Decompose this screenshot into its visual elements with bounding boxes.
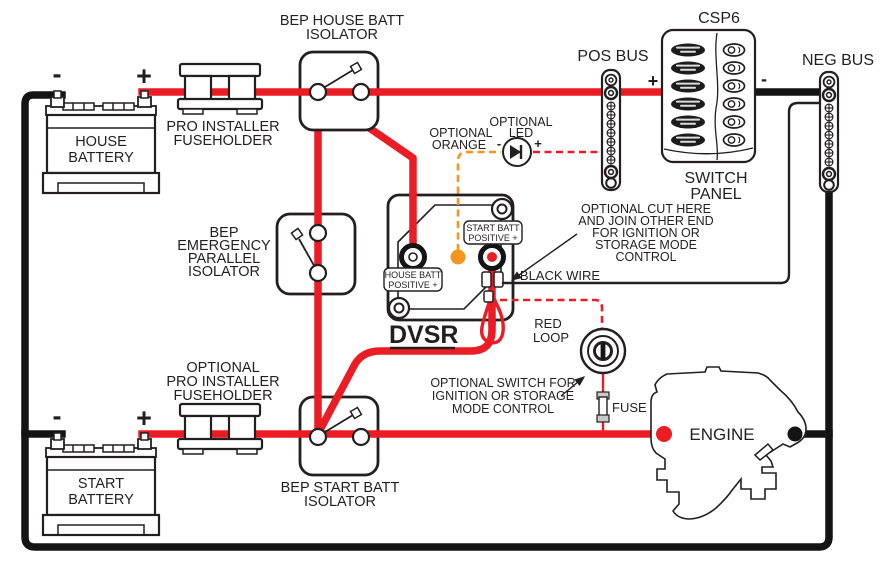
red-loop-label: LOOP (533, 330, 569, 345)
dvsr-mounting-hole (490, 197, 514, 221)
panel-minus-sign: - (761, 69, 767, 89)
optional-orange-wire (456, 150, 501, 251)
dvsr-start-feed-wire (314, 256, 496, 436)
cut-here-leader-line (510, 233, 578, 281)
start-battery-label: START (78, 476, 124, 492)
panel-switch-button (671, 115, 705, 129)
dvsr-orange-sense-dot (450, 249, 466, 265)
panel-switch-button (671, 133, 705, 147)
start-battery-label: BATTERY (68, 492, 134, 508)
dvsr-label: DVSR (389, 321, 458, 349)
house-isolator-label: BEP HOUSE BATT (280, 13, 404, 29)
house-battery-label: HOUSE (75, 134, 127, 150)
pos-bus-label: POS BUS (577, 48, 648, 65)
start-battery-neg-sign: - (53, 401, 62, 431)
bep-house-batt-isolator (298, 50, 380, 132)
csp6-label: CSP6 (698, 10, 740, 27)
house-terminal-tag-text: HOUSE BATT (385, 270, 442, 280)
start-terminal-tag-text: POSITIVE + (468, 233, 517, 243)
panel-plus-sign: + (648, 71, 659, 91)
black-wire-label: BLACK WIRE (520, 268, 601, 283)
bep-start-batt-isolator (298, 390, 380, 477)
led-diode-icon (510, 145, 521, 159)
fuseholder-top-label: PRO INSTALLER (166, 119, 279, 135)
engine-label: ENGINE (689, 425, 754, 444)
cut-here-note: FOR IGNITION OR (592, 226, 700, 240)
ground-loop-wire (21, 91, 833, 551)
house-battery-pos-sign: + (136, 61, 152, 91)
fuse-symbol (596, 391, 610, 423)
parallel-isolator-label: ISOLATOR (188, 264, 260, 280)
dvsr-control-pins (480, 271, 505, 345)
start-terminal-tag-text: START BATT (466, 223, 520, 233)
dvsr-black-control-wire (502, 101, 821, 285)
house-terminal-tag-text: POSITIVE + (388, 280, 437, 290)
parallel-isolator-label: EMERGENCY (177, 238, 271, 254)
led-minus-sign: - (497, 136, 501, 151)
engine-detail (753, 442, 775, 461)
switch-note: MODE CONTROL (452, 402, 554, 416)
dvsr-house-terminal (399, 243, 427, 271)
pins-to-key-wire (500, 298, 604, 328)
switch-note: IGNITION OR STORAGE (432, 389, 574, 403)
text-labels: BEP HOUSE BATT ISOLATOR PRO INSTALLER FU… (53, 10, 875, 510)
dvsr-start-terminal-tag: START BATT POSITIVE + (463, 220, 523, 245)
led-plus-sign: + (534, 136, 542, 151)
bep-emergency-parallel-isolator (275, 212, 357, 296)
switch-panel-label: SWITCH (684, 170, 747, 187)
key-slot-icon (600, 342, 606, 360)
cut-here-note: CONTROL (615, 250, 676, 264)
neg-bus-label: NEG BUS (802, 52, 874, 69)
ignition-key-switch (579, 327, 627, 375)
fuseholder-top-label: FUSEHOLDER (173, 133, 272, 149)
fuseholder-bottom-label: OPTIONAL (186, 360, 259, 376)
switch-note-leader-line (560, 376, 586, 397)
optional-led-label: OPTIONAL (489, 115, 552, 129)
csp6-switch-panel (660, 28, 757, 164)
start-battery-pos-sign: + (136, 403, 152, 433)
fuseholder-bottom-label: PRO INSTALLER (166, 374, 279, 390)
panel-switch-button (671, 61, 705, 75)
switch-note: OPTIONAL SWITCH FOR (430, 376, 575, 390)
red-loop-label: RED (534, 316, 561, 331)
panel-switch-button (671, 79, 705, 93)
start-isolator-label: BEP START BATT (281, 480, 400, 496)
cut-here-note: STORAGE MODE (595, 238, 697, 252)
engine-negative-connection-dot (787, 426, 803, 442)
pro-installer-fuseholder-bottom (176, 402, 264, 456)
house-battery-neg-sign: - (53, 59, 62, 89)
house-battery-label: BATTERY (68, 150, 134, 166)
parallel-isolator-label: BEP (209, 225, 238, 241)
dvsr-mounting-hole (387, 296, 411, 320)
parallel-isolator-label: PARALLEL (188, 251, 260, 267)
fuse-label: FUSE (612, 400, 647, 415)
panel-switch-button (671, 43, 705, 57)
engine-positive-connection-dot (656, 426, 672, 442)
neg-bus-bar (820, 72, 838, 192)
engine (650, 366, 807, 520)
fuseholder-bottom-label: FUSEHOLDER (173, 388, 272, 404)
switch-panel-label: PANEL (690, 186, 741, 203)
optional-orange-label: OPTIONAL (429, 126, 492, 140)
dvsr-house-terminal-tag: HOUSE BATT POSITIVE + (383, 267, 443, 292)
cut-here-note: OPTIONAL CUT HERE (581, 202, 711, 216)
start-isolator-label: ISOLATOR (304, 494, 376, 510)
optional-orange-label: ORANGE (432, 138, 486, 152)
pos-bus-bar (602, 70, 620, 190)
optional-led-label: LED (509, 126, 533, 140)
house-isolator-label: ISOLATOR (306, 27, 378, 43)
cut-here-note: AND JOIN OTHER END (578, 214, 713, 228)
optional-led (502, 137, 532, 167)
panel-switch-button (671, 97, 705, 111)
